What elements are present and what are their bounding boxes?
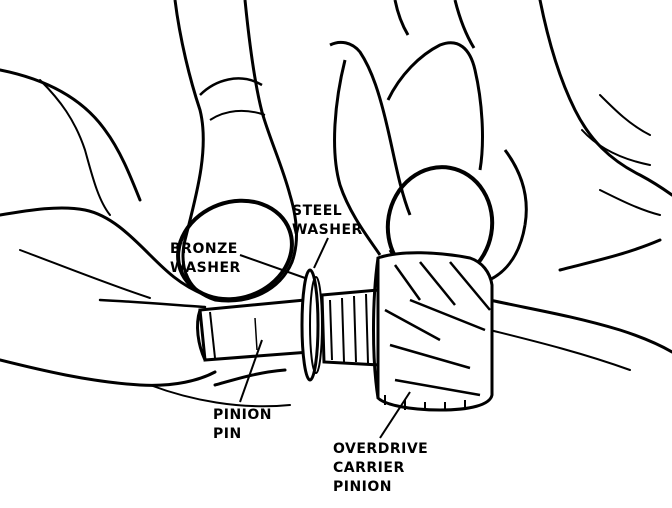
label-pinion-pin: PINION PIN [213,407,273,442]
leader-lines [239,237,411,439]
left-thumb [173,0,298,303]
leader-bronze-washer [239,254,306,279]
steel-washer [300,268,323,382]
label-overdrive-carrier-pinion: OVERDRIVE CARRIER PINION [333,441,429,495]
bronze-washer [320,288,382,367]
leader-overdrive-carrier-pinion [379,391,411,439]
label-bronze-washer: BRONZE WASHER [170,241,241,276]
right-hand [488,0,672,371]
left-hand [0,68,291,408]
leader-pinion-pin [239,339,263,403]
label-steel-washer: STEEL WASHER [292,203,363,238]
leader-steel-washer [313,237,329,269]
right-thumb [329,0,528,289]
overdrive-carrier-pinion [372,251,494,412]
pinion-pin [196,298,312,362]
